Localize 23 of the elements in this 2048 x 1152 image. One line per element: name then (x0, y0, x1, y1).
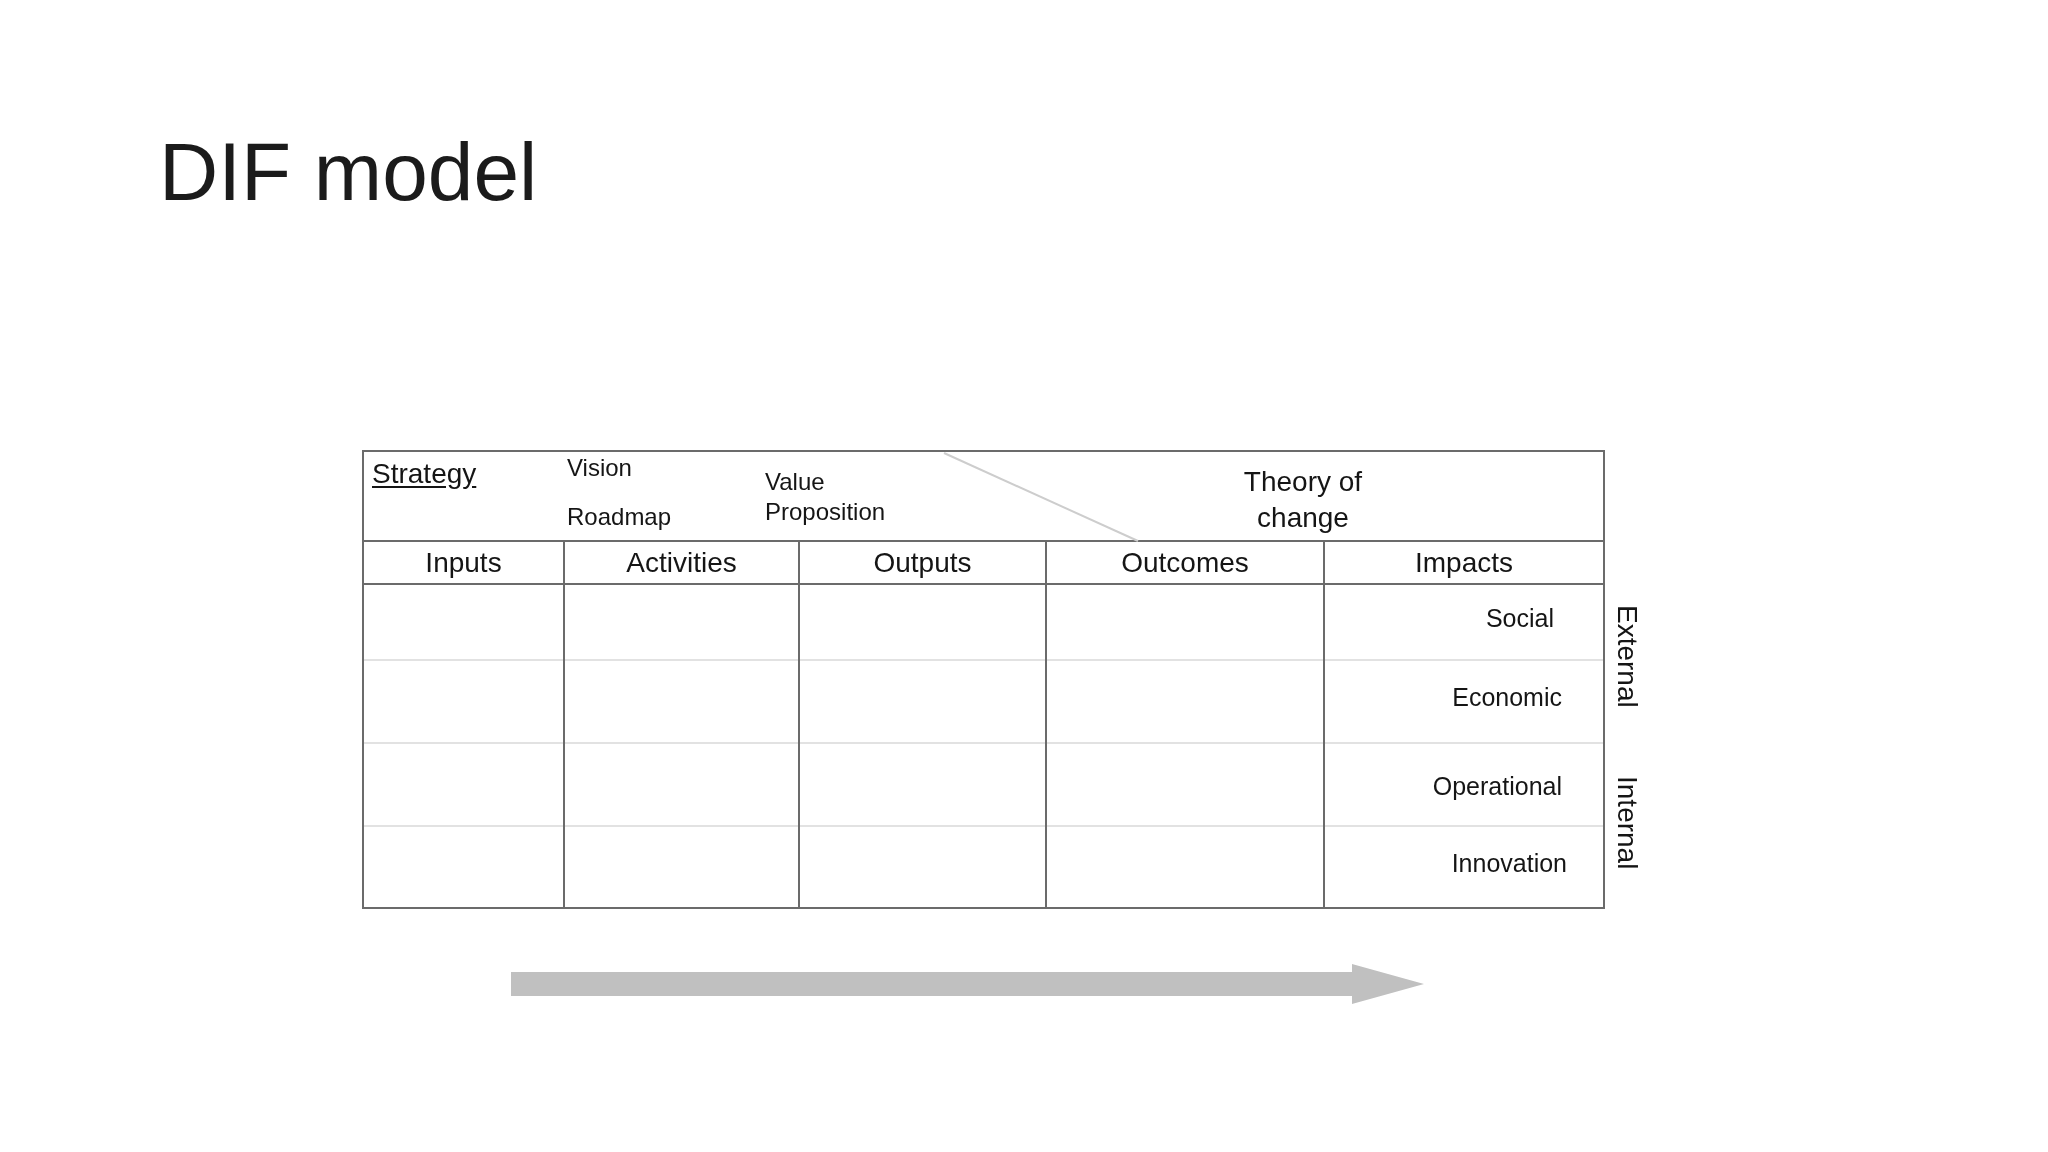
strategy-heading: Strategy (372, 458, 477, 490)
row-label: Economic (1452, 682, 1562, 712)
header-cell (362, 542, 563, 585)
row-label: Social (1485, 603, 1554, 633)
slide-title: DIF model (159, 131, 538, 213)
header-cell (563, 542, 798, 585)
row-label: Operational (1432, 771, 1562, 801)
band-label: Vision (567, 454, 632, 482)
header-cell (1045, 542, 1323, 585)
header-cell (798, 542, 1045, 585)
column-heading: Outputs (873, 545, 972, 580)
column-heading: Impacts (1415, 545, 1513, 580)
header-cell (1323, 542, 1605, 585)
column-heading: Outcomes (1121, 545, 1249, 580)
column-heading: Activities (626, 545, 737, 580)
side-label: External (1611, 605, 1643, 708)
band-label: Value Proposition (765, 467, 887, 527)
row-label: Innovation (1451, 848, 1567, 878)
strategy-band (362, 450, 1605, 542)
band-label: Theory of change (1242, 465, 1364, 535)
band-label: Roadmap (567, 503, 672, 531)
side-label: Internal (1611, 776, 1643, 870)
column-heading: Inputs (425, 545, 502, 580)
